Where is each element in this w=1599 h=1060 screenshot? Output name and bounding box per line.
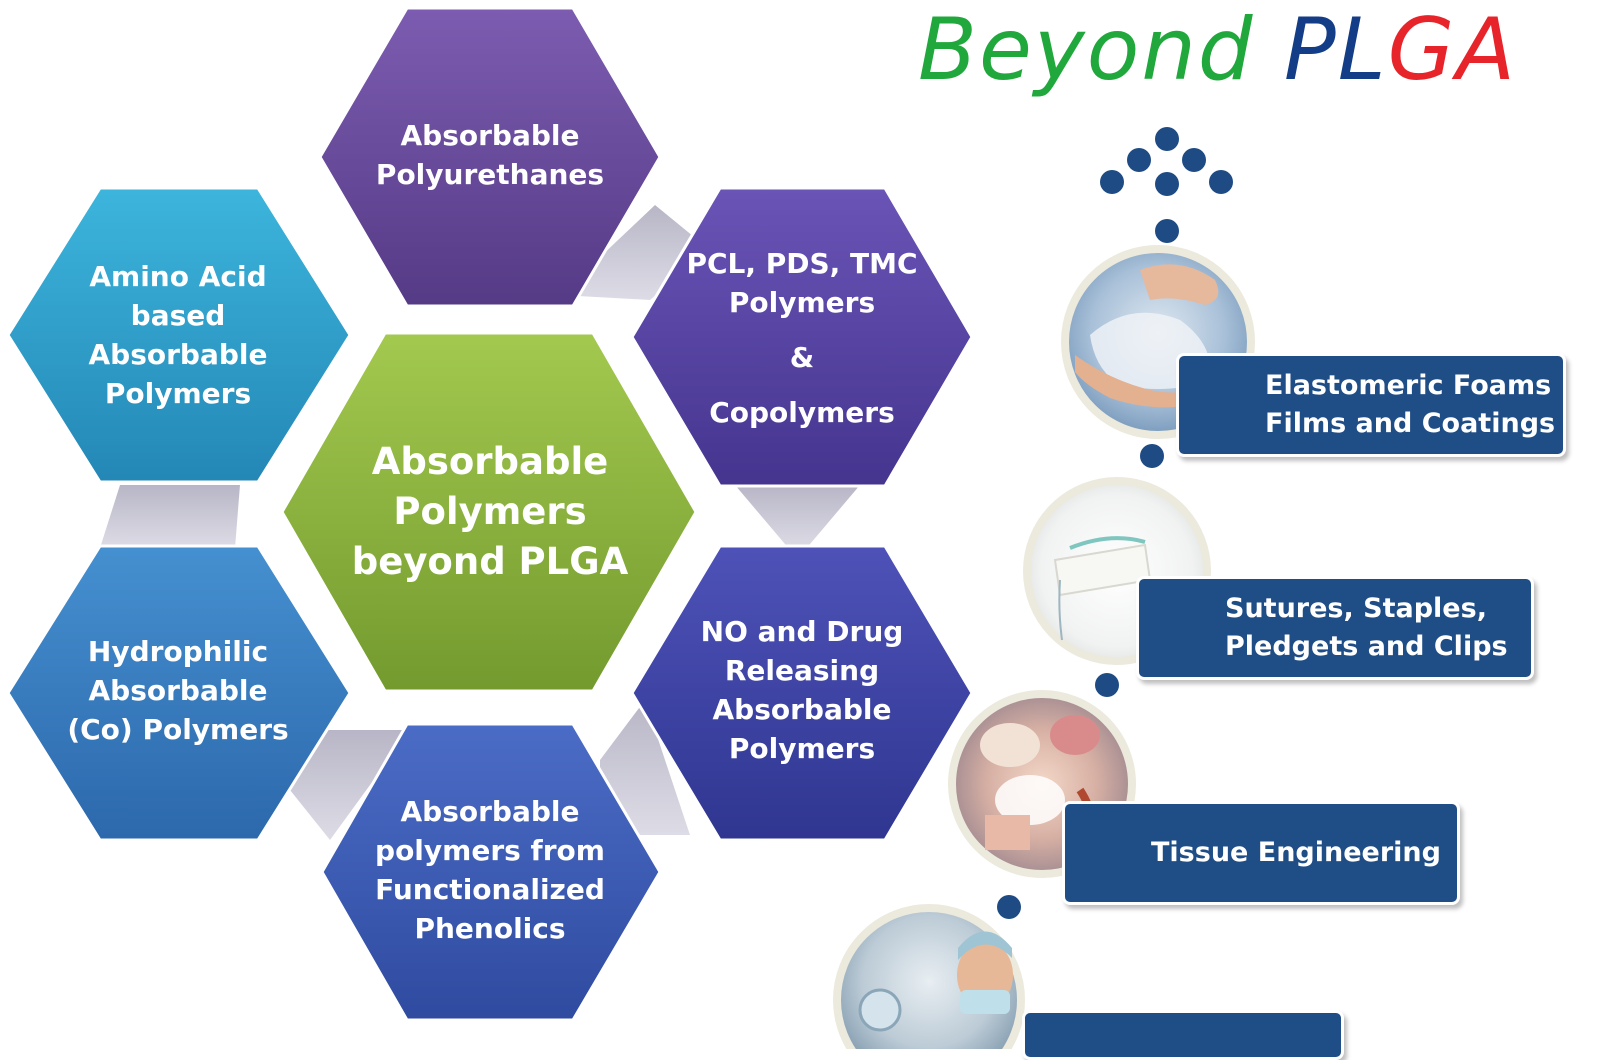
hex-line: polymers from [375, 834, 605, 867]
hex-text-bottom: Absorbable polymers from Functionalized … [350, 790, 630, 950]
hex-line: Absorbable [88, 338, 268, 371]
connector-bottom-left-to-bottom [290, 730, 410, 840]
hex-line: Absorbable [712, 693, 892, 726]
hex-text-top: Absorbable Polyurethanes [350, 105, 630, 205]
hex-line: Absorbable [400, 119, 580, 152]
label-line: Films and Coatings [1265, 408, 1556, 439]
hexagon-center [280, 331, 698, 693]
connector-bottom-to-bottom-right [600, 700, 690, 835]
surgeon-photo [833, 904, 1025, 1060]
hex-text-top-right: PCL, PDS, TMC Polymers & Copolymers [662, 230, 942, 446]
hexagon-bottom [320, 722, 662, 1022]
hexagon-top-left [6, 186, 352, 484]
dot-top-5 [1155, 172, 1179, 196]
hex-line: Polymers [393, 490, 587, 533]
hex-line: Amino Acid [89, 260, 267, 293]
hex-line: Copolymers [709, 396, 895, 429]
title-part-ga: GA [1387, 0, 1518, 100]
hexagon-bottom-left [6, 544, 352, 842]
hex-line: based [130, 299, 226, 332]
hex-line: Polymers [728, 286, 876, 319]
hex-line: (Co) Polymers [67, 712, 289, 746]
connector-top-left-to-bottom-left [100, 485, 240, 548]
label-line: Sutures, Staples, [1225, 593, 1487, 624]
connector-top-right-to-bottom-right [735, 485, 860, 550]
page-title: Beyond PLGA [918, 0, 1517, 100]
hex-line: PCL, PDS, TMC [686, 247, 918, 280]
hex-line: Hydrophilic [87, 634, 269, 668]
dot-top-6 [1209, 170, 1233, 194]
dot-connector-2 [1140, 444, 1164, 468]
hex-text-center: Absorbable Polymers beyond PLGA [330, 420, 650, 604]
hex-line: Functionalized [375, 873, 605, 906]
dot-top-2 [1127, 148, 1151, 172]
hex-line: Absorbable [371, 440, 609, 483]
hex-text-bottom-right: NO and Drug Releasing Absorbable Polymer… [662, 610, 942, 770]
hex-line: NO and Drug [700, 615, 904, 648]
label-line: Elastomeric Foams [1265, 370, 1552, 401]
application-label-foams: Elastomeric Foams Films and Coatings [1176, 353, 1566, 457]
title-part-beyond: Beyond [918, 0, 1255, 100]
hex-line: Absorbable [400, 795, 580, 828]
hex-text-bottom-left: Hydrophilic Absorbable (Co) Polymers [30, 630, 326, 750]
hex-line: Releasing [724, 654, 880, 687]
hex-line: Polymers [104, 377, 252, 410]
hex-line: beyond PLGA [351, 540, 629, 583]
application-label-fourth [1022, 1010, 1344, 1060]
dot-top-3 [1182, 148, 1206, 172]
hexagon-top [318, 6, 662, 308]
tissue-collage-photo [948, 690, 1136, 878]
hexagon-bottom-right [630, 544, 974, 842]
title-part-pl: PL [1283, 0, 1388, 100]
hex-line: & [789, 341, 815, 374]
dot-connector-4 [997, 895, 1021, 919]
label-line: Pledgets and Clips [1225, 631, 1508, 662]
label-line: Tissue Engineering [1151, 837, 1441, 868]
hexagon-top-right [630, 186, 974, 488]
application-label-sutures: Sutures, Staples, Pledgets and Clips [1136, 576, 1534, 680]
application-label-tissue: Tissue Engineering [1062, 801, 1460, 905]
dot-top-1 [1155, 127, 1179, 151]
dot-connector-3 [1095, 673, 1119, 697]
dot-connector-1 [1155, 219, 1179, 243]
hex-line: Absorbable [88, 673, 268, 707]
hex-line: Polymers [728, 732, 876, 765]
dot-top-4 [1100, 170, 1124, 194]
hex-line: Phenolics [414, 912, 566, 945]
hex-text-top-left: Amino Acid based Absorbable Polymers [40, 255, 316, 415]
hex-line: Polyurethanes [375, 158, 605, 191]
